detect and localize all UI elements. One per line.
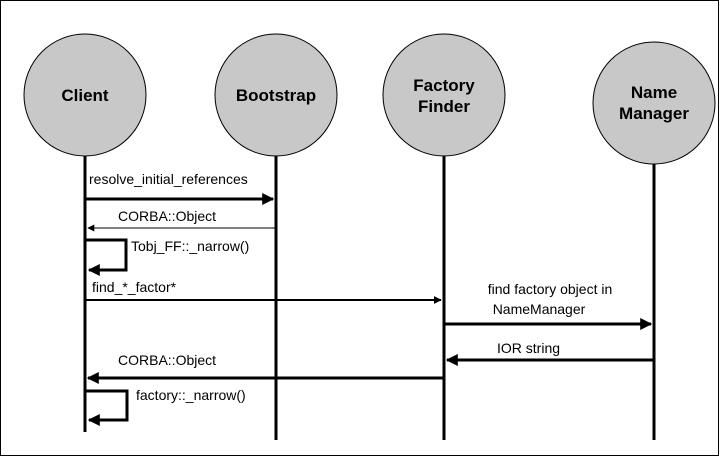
actor-client: Client bbox=[23, 33, 147, 157]
actor-client-label: Client bbox=[61, 86, 109, 105]
message-factory-narrow-arrow bbox=[85, 389, 129, 426]
actor-bootstrap: Bootstrap bbox=[214, 33, 338, 157]
message-tobj-narrow-arrow bbox=[85, 238, 128, 276]
actor-factory-finder-label-line2: Finder bbox=[418, 97, 470, 116]
message-tobj-narrow-label: Tobj_FF::_narrow() bbox=[131, 238, 249, 254]
message-ior-string-label: IOR string bbox=[497, 340, 560, 356]
actor-name-manager-label-line1: Name bbox=[631, 83, 677, 102]
actor-factory-finder-label-line1: Factory bbox=[413, 76, 475, 95]
message-corba-object-1-label: CORBA::Object bbox=[118, 208, 216, 224]
actor-name-manager-label-line2: Manager bbox=[619, 104, 689, 123]
actor-factory-finder: Factory Finder bbox=[382, 33, 506, 157]
message-find-factory-obj-label-line1: find factory object in bbox=[488, 281, 613, 297]
message-find-factor-label: find_*_factor* bbox=[92, 279, 177, 295]
actor-bootstrap-label: Bootstrap bbox=[236, 86, 316, 105]
actor-name-manager: Name Manager bbox=[592, 41, 716, 165]
message-find-factory-obj-label-line2: NameManager bbox=[493, 301, 586, 317]
message-resolve-label: resolve_initial_references bbox=[89, 171, 248, 187]
message-corba-object-2-label: CORBA::Object bbox=[118, 352, 216, 368]
message-factory-narrow-label: factory::_narrow() bbox=[136, 387, 246, 403]
